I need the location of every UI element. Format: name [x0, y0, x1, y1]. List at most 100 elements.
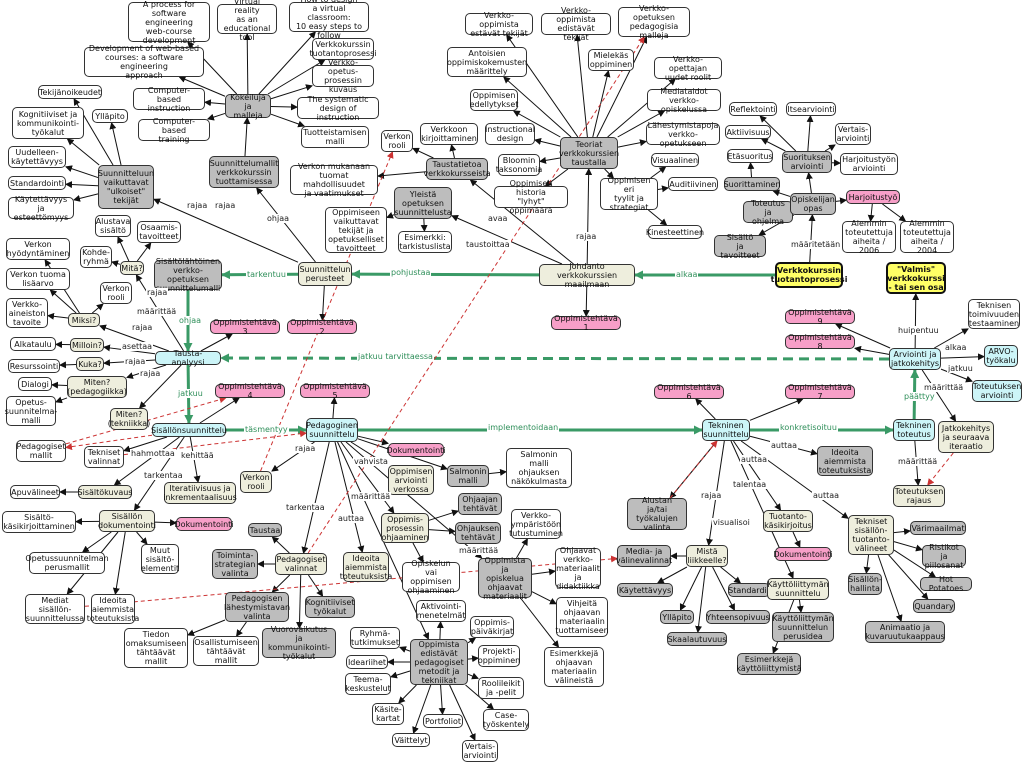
node-valmis: "Valmis" verkkokurssi - tai sen osa	[886, 262, 946, 294]
node-miten-ped: Miten? (pedagogiikka)	[67, 376, 127, 398]
node-portfoliot: Portfoliot	[423, 714, 463, 728]
edge-oppimista_edistavat-to-portfoliot	[438, 684, 446, 715]
edge-suorittaminen-to-etasuoritus	[747, 162, 755, 178]
edge-label-asettaa: asettaa	[121, 342, 154, 351]
edge-label-implementoidaan: implementoidaan	[487, 423, 560, 432]
edge-teknineensuunnittelu-to-ot7	[749, 398, 804, 421]
node-tekniset-sisallon: Tekniset sisällön- tuotanto- välineet	[848, 515, 894, 555]
node-ped-lahestymis: Pedagogisen lähestymistavan valinta	[223, 592, 291, 622]
node-verkkoymp: Verkko- ympäristöön tutustuminen	[509, 509, 563, 539]
node-resurssointi: Resurssointi	[8, 359, 60, 373]
edge-oppimista_edistavat-to-ryhmatutk	[399, 646, 411, 653]
edge-pedagoginensuunnittelu-to-ideoita2	[334, 441, 365, 553]
edge-kokeiluja-to-cbt	[206, 112, 226, 121]
edge-sisallon_dok-to-ideoita1	[112, 531, 126, 595]
edge-mista_liikkeelle-to-yhteensopivuus	[712, 566, 735, 611]
node-taustaanalyysi: Tausta-analyysi	[155, 349, 221, 367]
node-antoisien: Antoisien oppimiskokemusten määrittely	[446, 47, 528, 77]
node-dok3: Dokumentointi	[774, 547, 833, 561]
edge-taustatietoa-to-verkon_mukanaan	[377, 171, 427, 180]
node-casetyo: Case- työskentely	[482, 709, 530, 731]
node-verkon-mukanaan: Verkon mukanaan tuomat mahdollisuudet ja…	[290, 162, 378, 198]
node-verkkoaineisto: Verkko- aineiston tavoite	[6, 298, 48, 328]
node-yleista: Yleistä opetuksen suunnittelusta	[394, 187, 452, 219]
node-devweb: Development of web-based courses: a soft…	[84, 44, 204, 80]
node-dok1: Dokumentointi	[387, 443, 446, 457]
node-projektioppiminen: Projekti- oppiminen	[477, 645, 521, 667]
node-kognitiiviset-tyok: Kognitiiviset työkalut	[305, 596, 355, 618]
node-ohjaajan-teht: Ohjaajan tehtävät	[458, 493, 502, 515]
edge-arviointi-to-tekniset_testaus	[934, 328, 969, 349]
node-verkon-lisaarvo: Verkon tuoma lisäarvo	[6, 268, 70, 290]
node-arvo: ARVO- työkalu	[984, 345, 1018, 367]
edge-oppimista_edistavat-to-kasitekartat	[398, 684, 417, 704]
edge-sisallon_dok-to-muut_sisalto	[136, 531, 148, 545]
node-systematic: The systematic design of instruction	[297, 95, 379, 122]
edge-ulkoiset-to-kaytettavyys1	[73, 193, 99, 202]
node-kayttoliittyman-suun: Käyttöliittymän suunnittelu	[767, 578, 829, 600]
node-ideoita1: Ideoita aiemmista toteutuksista	[86, 594, 140, 624]
edge-kokeiluja-to-tuotteistamisen	[270, 113, 306, 128]
node-vo-estavat: Verkko-oppimista estävät tekijät	[465, 11, 533, 38]
node-milloin: Milloin?	[70, 338, 104, 352]
edge-teoriat-to-bloomin	[539, 156, 561, 164]
edge-label-maarittaa3: määrittää	[458, 546, 500, 555]
edge-label-maarittaa4: määrittää	[923, 383, 965, 392]
edge-oppimisprosessin-to-ohjaajan_teht	[428, 509, 459, 521]
edge-arviointi-to-valmis	[912, 293, 920, 349]
node-mielekas: Mielekäs oppiminen	[588, 49, 634, 71]
node-varimaailmat: Värimaailmat	[910, 521, 966, 535]
node-reflektointi: Reflektointi	[729, 102, 777, 116]
edge-pedagoginensuunnittelu-to-dok1	[357, 435, 389, 446]
edge-sisallonsuunnittelu-to-tekniset_valinnat	[123, 436, 168, 453]
node-lahestymis1: Lähestymistapoja verkko-opetukseen	[646, 120, 720, 148]
edge-mista_liikkeelle-to-standardit	[720, 566, 742, 584]
edge-suorituksen_arv-to-vertaisarv1	[824, 144, 836, 152]
node-oppimisen-edell: Oppimisen edellytykset	[469, 89, 519, 111]
node-verkon-rooli3: Verkon rooli	[240, 471, 272, 493]
node-ristikot: Ristikot ja piilosanat	[922, 543, 966, 570]
node-ryhmatutk: Ryhmä- tutkimukset	[350, 627, 400, 649]
edge-harjoitustyo-to-aiemmin2004	[882, 203, 907, 222]
edge-label-konkretisoituu: konkretisoituu	[779, 423, 838, 432]
node-vk-tuotanto: Verkkokurssin tuotantoprosessi	[309, 38, 377, 60]
node-vuorovaikutus: Vuorovaikutus ja kommunikointi- työkalut	[262, 625, 336, 661]
edge-harjoitustyo-to-aiemmin2006	[867, 203, 875, 222]
edge-arviointi-to-jatkokehitys_it	[921, 369, 957, 422]
node-sisallonsuunnittelu: Sisällönsuunnittelu	[151, 423, 227, 437]
node-ideariihet: Ideariihet	[346, 655, 388, 669]
edge-oppimista_opiskelua-to-verkkoymp	[516, 538, 528, 559]
edge-taustaanalyysi-to-miten_tek	[138, 364, 182, 409]
node-mista-liikkeelle: Mistä liikkeelle?	[686, 545, 728, 567]
edge-kayttoliittyman_suun-to-kayttoliittyman_per	[796, 599, 804, 613]
edge-label-vahvista: vahvista	[353, 457, 389, 466]
edge-taustatietoa-to-verkkoon_kirj	[449, 144, 457, 159]
edge-arviointi-to-arvo	[940, 353, 985, 361]
edge-ped_lahestymis-to-osallistumiseen	[235, 621, 247, 637]
node-muut-sisalto: Muut sisältö- elementit	[140, 544, 180, 574]
node-aktiivisuus: Aktiivisuus	[725, 125, 771, 139]
edge-teoriat-to-vo_opettajan	[607, 78, 676, 138]
node-skaalautuvuus: Skaalautuvuus	[667, 632, 727, 646]
node-opetussuunnitelman-perus: Opetussuunnitelman perusmallit	[25, 552, 109, 574]
edge-taustatietoa-to-verkon_rooli2	[412, 147, 434, 159]
edge-oppimisprosessin-to-opiskelun_ohj	[412, 542, 424, 563]
node-opiskelun-ohj: Opiskelun vai oppimisen ohjaaminen	[402, 559, 460, 595]
node-sisaltokuvaus: Sisältökuvaus	[78, 485, 132, 499]
node-quandary: Quandary	[913, 599, 955, 613]
node-teknineensuunnittelu: Tekninen suunnittelu	[702, 419, 750, 441]
edge-suunnittelunperusteet-to-suunnittelumallit	[256, 187, 316, 263]
edge-kokeiluja-to-vo_kuvaus	[270, 84, 313, 100]
edge-opiskelijan_opas-to-suorituksen_arv	[805, 172, 813, 194]
node-itsearviointi: Itsearviointi	[786, 102, 836, 116]
edge-oppimista_edistavat-to-aktivointi	[436, 621, 444, 640]
edge-suorituksen_arv-to-aktiivisuus	[760, 138, 786, 152]
node-ot7: Oppimistehtävä 7	[785, 383, 855, 401]
node-johdanto: Johdanto verkkokurssien maailmaan	[539, 262, 635, 289]
node-vo-ped-malleja: Verkko-opetuksen pedagogisia malleja	[618, 4, 690, 40]
edge-tekniset_sisallon-to-varimaailmat	[893, 528, 911, 536]
edge-teoriat-to-oppimisen_edell	[512, 110, 561, 138]
edge-pedagoginensuunnittelu-to-pedagogiset_valinnat	[301, 441, 330, 554]
node-vo-edistavat: Verkko-oppimista edistävät tekijät	[541, 6, 611, 42]
